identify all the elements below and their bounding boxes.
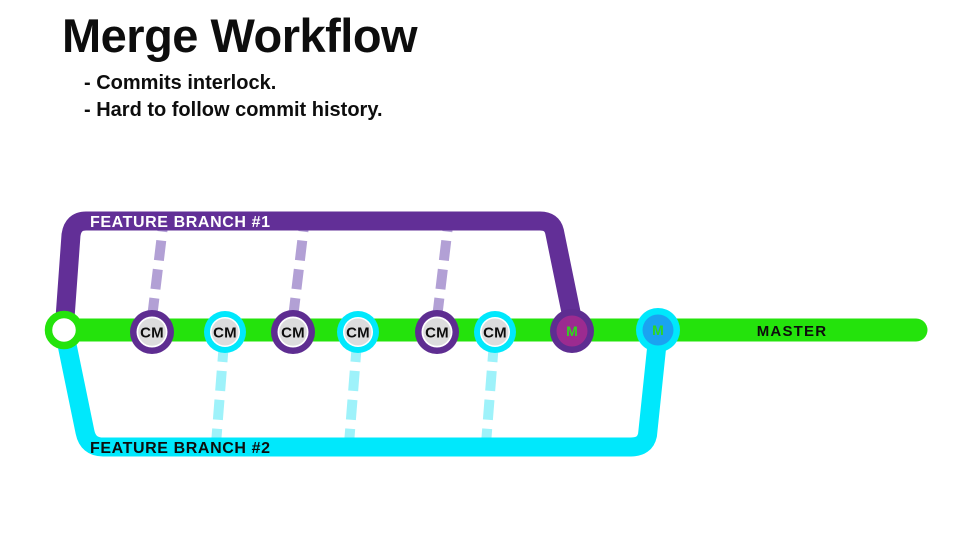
branch1-dash-connector — [288, 225, 309, 319]
branch1-dash-connector — [147, 225, 168, 319]
branch1-label: FEATURE BRANCH #1 — [90, 214, 271, 231]
commit-node-branch1: CM — [415, 310, 459, 354]
commit-node-branch1: CM — [130, 310, 174, 354]
commit-label: CM — [425, 324, 449, 341]
commit-face — [481, 318, 509, 346]
commit-face — [211, 318, 239, 346]
branch2-label: FEATURE BRANCH #2 — [90, 440, 271, 457]
merge-node-branch1: M — [550, 309, 594, 353]
commit-label: CM — [346, 324, 370, 341]
merge-node-branch2: M — [636, 308, 680, 352]
bullet-item: - Hard to follow commit history. — [84, 99, 383, 121]
commit-node-branch2: CM — [204, 311, 246, 353]
commit-label: CM — [483, 324, 507, 341]
commit-face — [344, 318, 372, 346]
start-node-circle — [44, 310, 84, 350]
branch2-dash-connector — [481, 341, 499, 445]
branch2-dash-connector — [344, 341, 362, 445]
merge-face — [556, 315, 588, 347]
start-node — [44, 310, 84, 350]
page-title: Merge Workflow — [62, 9, 418, 62]
commit-face — [138, 318, 166, 346]
branch1-dashed-connectors — [147, 225, 453, 319]
master-label: MASTER — [757, 323, 828, 340]
branch1-line — [54, 211, 583, 342]
branch2-line — [54, 320, 667, 457]
merge-label: M — [566, 323, 578, 339]
bullet-list: - Commits interlock. - Hard to follow co… — [84, 70, 383, 124]
commit-node-branch2: CM — [337, 311, 379, 353]
merge-label: M — [652, 322, 664, 338]
commit-face — [279, 318, 307, 346]
merge-face — [642, 314, 674, 346]
bullet-item: - Commits interlock. — [84, 72, 277, 94]
commit-node-branch2: CM — [474, 311, 516, 353]
commit-label: CM — [140, 324, 164, 341]
branch1-dash-connector — [432, 225, 453, 319]
commit-label: CM — [281, 324, 305, 341]
commit-node-branch1: CM — [271, 310, 315, 354]
branch2-dash-connector — [211, 341, 229, 445]
commit-label: CM — [213, 324, 237, 341]
commit-face — [423, 318, 451, 346]
branch2-dashed-connectors — [211, 341, 499, 445]
